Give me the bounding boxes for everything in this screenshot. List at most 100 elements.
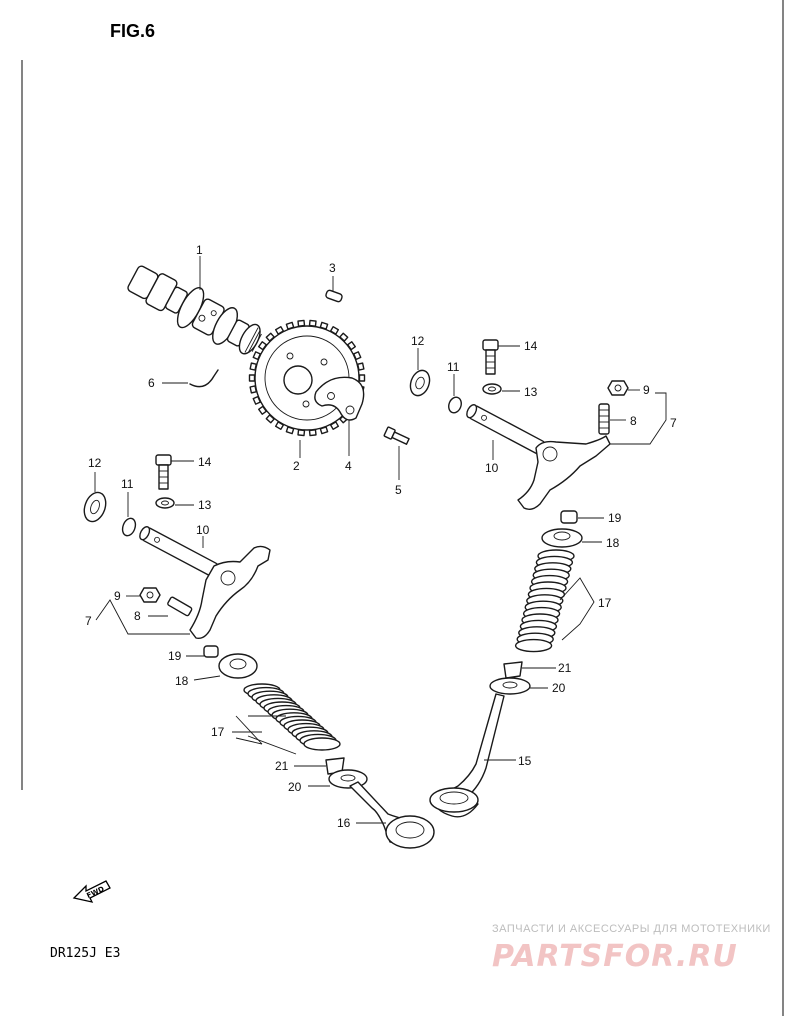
adjust-screw-8-left [167,596,193,617]
locknut-9-left [139,587,161,603]
valve-cotter-21-right [503,661,523,679]
model-code: DR125J E3 [50,946,120,961]
rocker-shaft-bolt-right [482,339,499,375]
sprocket-tooth [297,429,306,437]
valve-springs-17-right [514,549,575,653]
exhaust-valve-15 [429,693,505,818]
callout-18-right: 18 [606,536,620,550]
watermark-line1: ЗАПЧАСТИ И АКСЕССУАРЫ ДЛЯ МОТОТЕХНИКИ [492,923,771,935]
sprocket-tooth [249,362,257,371]
sprocket-tooth [252,351,261,361]
locknut-9-right [607,380,629,396]
callout-11-right: 11 [447,360,460,374]
callout-6: 6 [148,376,155,390]
rocker-shaft-bolt-left [155,454,172,490]
callout-21-left: 21 [275,759,289,773]
scan-edges [21,0,784,1016]
callout-19-left: 19 [168,649,182,663]
callout-4: 4 [345,459,352,473]
sprocket-tooth [339,332,349,342]
callout-15: 15 [518,754,532,768]
figure-title: FIG.6 [110,21,155,41]
callout-21-right: 21 [558,661,572,675]
spring-retainer-18-right [541,528,583,548]
callout-12-left: 12 [88,456,102,470]
sprocket-tooth [252,395,261,405]
leader-18-left [193,675,221,681]
sprocket-tooth [285,426,295,435]
spring-coil [303,737,341,751]
circlip [189,369,219,388]
leader-17-right [559,577,595,641]
callout-3: 3 [329,261,336,275]
callout-20-right: 20 [552,681,566,695]
rocker-arm-left [189,545,271,640]
callout-17-left: 17 [211,725,225,739]
sprocket-tooth [308,319,317,327]
spring-seat-20-right [489,677,531,695]
callout-10-right: 10 [485,461,499,475]
adjust-screw-8-right [598,403,610,435]
callout-12-right: 12 [411,334,425,348]
sprocket-tooth [248,374,256,382]
sprocket-tooth [274,326,285,335]
tappet-cap-19-right [560,510,578,524]
watermark: ЗАПЧАСТИ И АКСЕССУАРЫ ДЛЯ МОТОТЕХНИКИ PA… [492,923,771,974]
tappet-cap-19-left [203,645,219,658]
leader-7-right [610,392,667,445]
spring-retainer-18-left [218,653,258,679]
callout-19-right: 19 [608,511,622,525]
callout-13-left: 13 [198,498,212,512]
callout-10-left: 10 [196,523,210,537]
sprocket-bolt [383,426,410,445]
sprocket-tooth [265,414,275,424]
leader-17-left-b [235,715,263,745]
washer-13-left [155,497,175,509]
valve-springs-17-left [243,683,341,751]
sprocket-tooth [249,385,257,394]
rocker-shaft-right [466,404,546,455]
sprocket-tooth [258,341,267,351]
leader-7-left [95,599,190,635]
sprocket-tooth [319,426,329,435]
sprocket-tooth [285,321,295,330]
sprocket-tooth [297,319,306,327]
sprocket-tooth [329,326,340,335]
rocker-arm-right [517,435,611,511]
sprocket-tooth [274,421,285,430]
sprocket-tooth [265,332,275,342]
sprocket-tooth [357,362,365,371]
sprocket-tooth [358,374,366,382]
callout-7-right: 7 [670,416,677,430]
callout-14-left: 14 [198,455,212,469]
callout-11-left: 11 [121,477,134,491]
callout-18-left: 18 [175,674,189,688]
sprocket-tooth [308,429,317,437]
callout-2: 2 [293,459,300,473]
callout-14-right: 14 [524,339,538,353]
spring-coil [514,638,553,653]
camshaft [127,265,262,355]
callout-20-left: 20 [288,780,302,794]
fwd-arrow-icon: FWD [72,880,111,903]
o-ring-11-left [121,517,137,537]
callout-9-right: 9 [643,383,650,397]
callout-7-left: 7 [85,614,92,628]
cam-pin [325,289,343,303]
fwd-label: FWD [85,885,105,900]
sprocket-tooth [319,321,329,330]
decomp-plate [314,376,365,421]
seal-ring-12-left [83,491,107,523]
washer-13-right [482,383,502,395]
watermark-line2: PARTSFOR.RU [492,939,738,974]
o-ring-11-right [448,396,462,414]
callout-9-left: 9 [114,589,121,603]
intake-valve-16 [349,781,435,849]
sprocket-tooth [258,405,267,415]
callout-8-right: 8 [630,414,637,428]
callout-17-right: 17 [598,596,612,610]
callout-13-right: 13 [524,385,538,399]
callout-1: 1 [196,243,203,257]
sprocket-tooth [347,341,356,351]
